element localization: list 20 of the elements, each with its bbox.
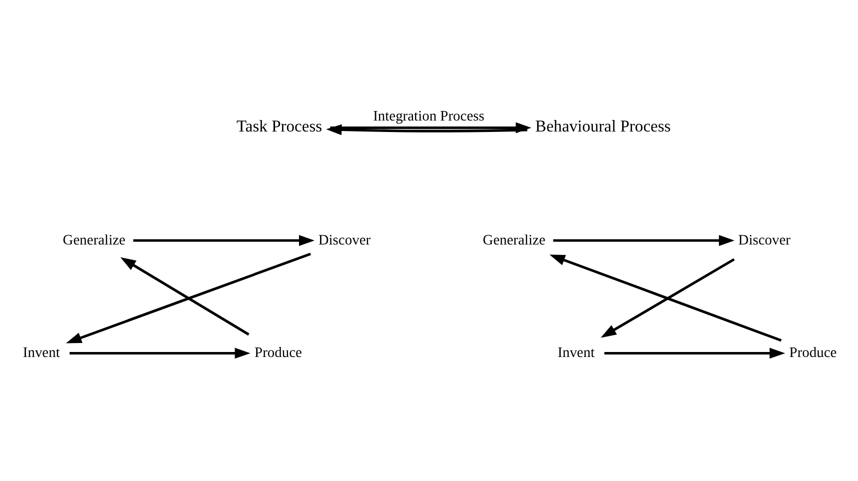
arrow bbox=[133, 235, 315, 246]
arrow bbox=[326, 124, 528, 136]
arrow bbox=[66, 252, 311, 344]
node-text: Discover bbox=[318, 232, 371, 248]
node-text: Task Process bbox=[236, 116, 322, 136]
node-text: Invent bbox=[558, 345, 595, 362]
arrow bbox=[549, 254, 782, 342]
arrow bbox=[120, 257, 250, 336]
node-text: Produce bbox=[254, 345, 302, 362]
node-text: Generalize bbox=[482, 232, 546, 248]
node-text: Behavioural Process bbox=[535, 116, 671, 136]
arrow bbox=[70, 348, 250, 359]
node-text: Generalize bbox=[62, 232, 126, 248]
node-text: Produce bbox=[789, 345, 837, 362]
arrow bbox=[553, 235, 734, 246]
node-text: Invent bbox=[22, 345, 60, 362]
arrow bbox=[604, 348, 786, 359]
edge-label: Integration Process bbox=[373, 108, 484, 125]
node-text: Discover bbox=[738, 232, 791, 248]
arrow bbox=[600, 258, 735, 338]
